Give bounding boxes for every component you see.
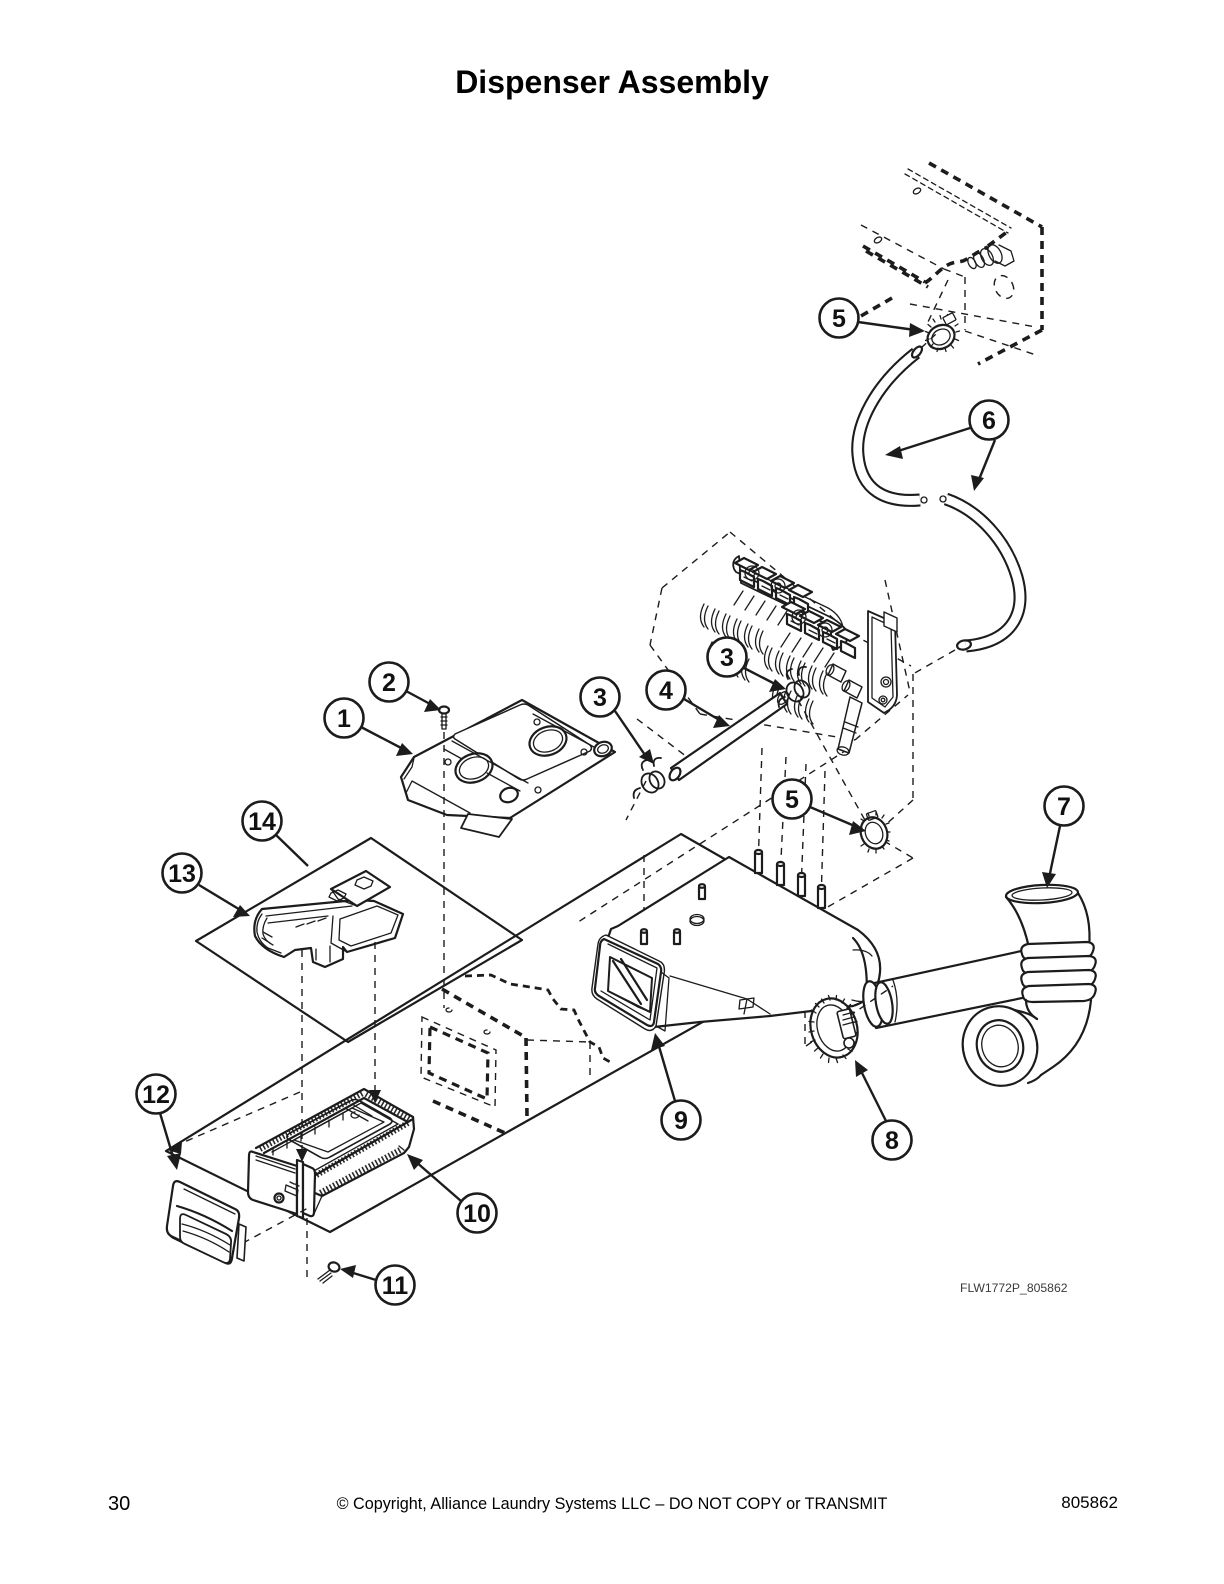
svg-text:FLW1772P_805862: FLW1772P_805862	[960, 1281, 1068, 1295]
svg-text:805862: 805862	[1061, 1493, 1118, 1512]
svg-text:© Copyright, Alliance Laundry: © Copyright, Alliance Laundry Systems LL…	[337, 1495, 888, 1513]
svg-text:12: 12	[142, 1081, 170, 1109]
svg-text:30: 30	[108, 1493, 130, 1515]
svg-text:Dispenser Assembly: Dispenser Assembly	[455, 64, 769, 100]
svg-text:9: 9	[674, 1107, 688, 1135]
svg-text:14: 14	[248, 808, 276, 836]
svg-text:3: 3	[720, 644, 734, 672]
svg-text:13: 13	[168, 860, 196, 888]
svg-text:4: 4	[659, 677, 673, 705]
svg-text:2: 2	[382, 669, 396, 697]
svg-text:5: 5	[785, 786, 799, 814]
svg-text:10: 10	[463, 1200, 491, 1228]
svg-text:6: 6	[982, 407, 996, 435]
svg-text:3: 3	[593, 684, 607, 712]
svg-text:5: 5	[832, 305, 846, 333]
svg-text:8: 8	[885, 1127, 899, 1155]
svg-text:11: 11	[382, 1272, 409, 1300]
svg-text:7: 7	[1057, 793, 1071, 821]
svg-text:1: 1	[337, 705, 351, 733]
